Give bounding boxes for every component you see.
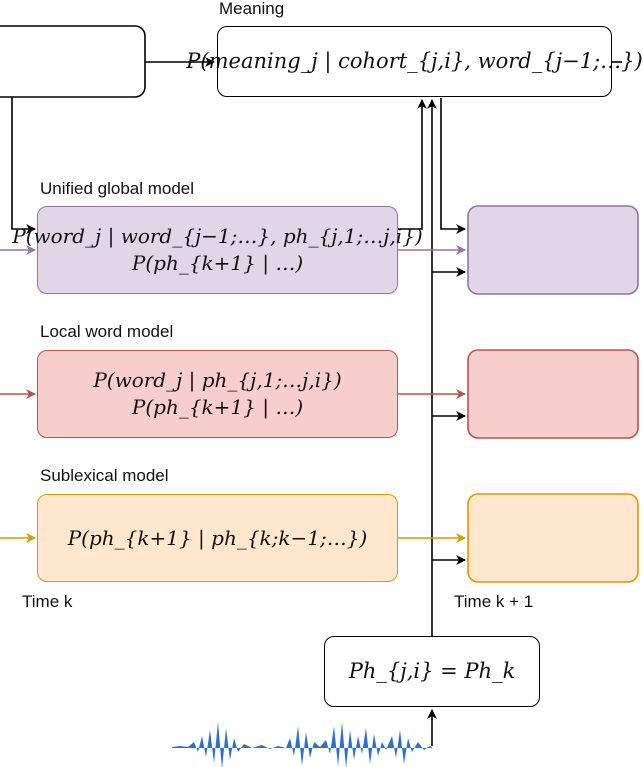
diagram-canvas — [0, 25, 639, 767]
local-model-box: P(word_j | ph_{j,1;…j,i}) P(ph_{k+1} | …… — [37, 350, 398, 438]
local-formula-line1: P(word_j | ph_{j,1;…j,i}) — [93, 368, 342, 392]
phoneme-box: Ph_{j,i} = Ph_k — [324, 636, 540, 707]
next-unified-box — [467, 205, 639, 295]
sublexical-model-box: P(ph_{k+1} | ph_{k;k−1;…}) — [37, 494, 398, 582]
waveform-icon — [172, 722, 432, 767]
arrow-prev-meaning-to-unified — [11, 97, 36, 234]
arrow-meaning-to-next-unified — [440, 98, 466, 234]
unified-formula-line1: P(word_j | word_{j−1;…}, ph_{j,1;…j,i}) — [12, 224, 423, 248]
arrow-unified-to-meaning — [398, 99, 427, 230]
meaning-label: Meaning — [219, 0, 285, 18]
sublexical-formula: P(ph_{k+1} | ph_{k;k−1;…}) — [67, 525, 368, 550]
next-sublexical-box — [467, 493, 639, 583]
unified-model-label: Unified global model — [40, 179, 195, 198]
phoneme-formula: Ph_{j,i} = Ph_k — [348, 659, 516, 684]
previous-meaning-box — [0, 25, 146, 98]
local-model-label: Local word model — [40, 322, 174, 341]
meaning-formula: P(meaning_j | cohort_{j,i}, word_{j−1;…}… — [186, 49, 643, 74]
time-k1-label: Time k + 1 — [454, 592, 534, 611]
unified-model-box: P(word_j | word_{j−1;…}, ph_{j,1;…j,i}) … — [12, 206, 423, 294]
unified-formula-line2: P(ph_{k+1} | …) — [131, 251, 304, 275]
next-local-box — [467, 349, 639, 439]
local-formula-line2: P(ph_{k+1} | …) — [131, 395, 304, 419]
time-k-label: Time k — [22, 592, 73, 611]
meaning-box: P(meaning_j | cohort_{j,i}, word_{j−1;…}… — [186, 26, 643, 97]
sublexical-model-label: Sublexical model — [40, 466, 169, 485]
